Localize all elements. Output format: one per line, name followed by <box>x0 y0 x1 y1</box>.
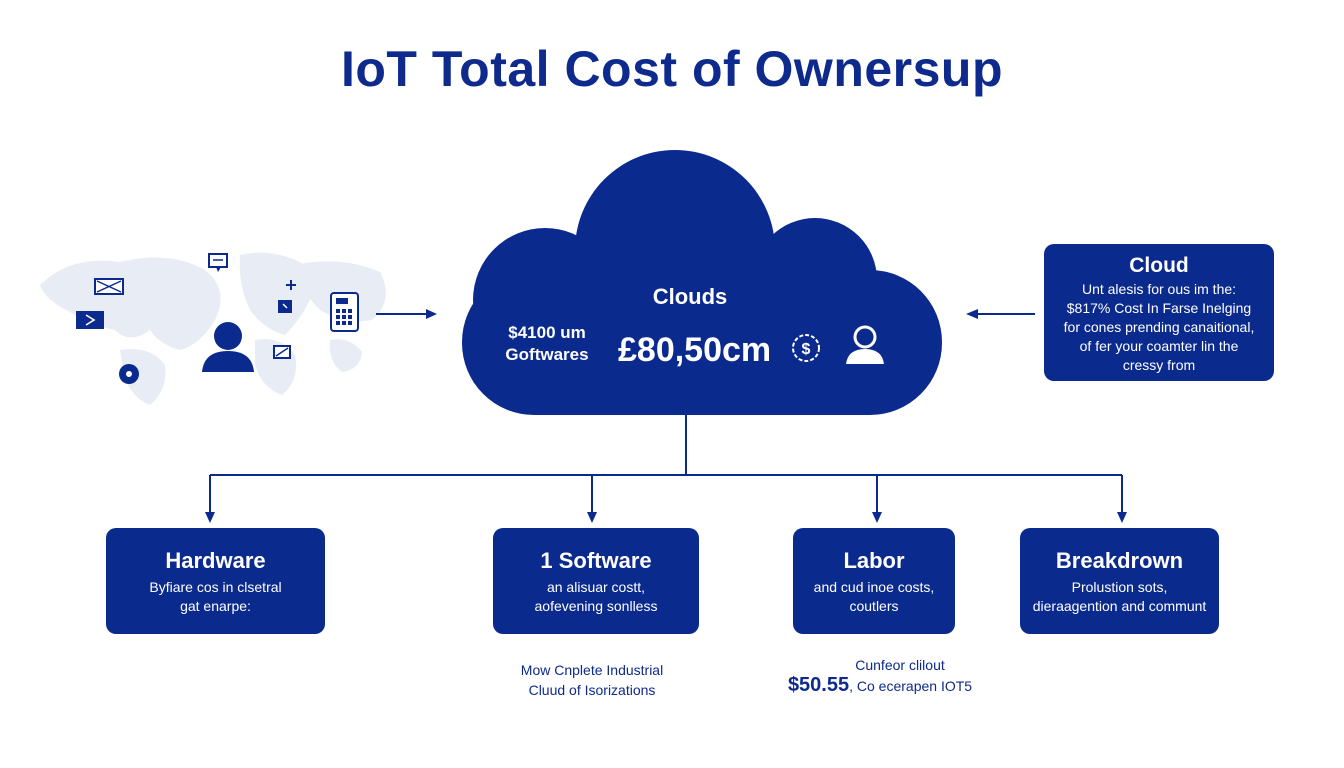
cloud-info-line: Unt alesis for ous im the: <box>1081 281 1237 297</box>
cloud-info-text: Unt alesis for ous im the: $817% Cost In… <box>1044 280 1274 375</box>
location-icon <box>119 364 139 384</box>
cloud-shape <box>462 150 942 415</box>
breakdown-box: Breakdrown Prolustion sots, dieraagentio… <box>1020 528 1219 634</box>
bottom-note-right-rest: , Co ecerapen IOT5 <box>849 678 973 694</box>
breakdown-title: Breakdrown <box>1055 548 1184 573</box>
labor-text: and cud inoe costs, coutlers <box>793 578 955 616</box>
breakdown-line: dieraagention and communt <box>1032 598 1207 614</box>
cloud-heading: Clouds <box>652 284 728 309</box>
play-icon <box>76 311 104 329</box>
bottom-note-left-line: Mow Cnplete Industrial <box>520 662 664 678</box>
cloud-info-line: cressy from <box>1122 357 1196 373</box>
connector-tree <box>209 415 1123 515</box>
bottom-note-left-line: Cluud of Isorizations <box>528 682 656 698</box>
cloud-price-line1: $4100 um <box>508 323 586 342</box>
cloud-price: $4100 um Goftwares <box>492 322 602 366</box>
software-title: 1 Software <box>540 548 652 573</box>
cloud-info-box: Cloud Unt alesis for ous im the: $817% C… <box>1044 244 1274 381</box>
cloud-person-icon <box>846 325 884 364</box>
calculator-icon <box>330 292 359 332</box>
bottom-note-right: Cunfeor clilout $50.55, Co ecerapen IOT5 <box>770 655 990 696</box>
hardware-title: Hardware <box>165 548 266 573</box>
plus-icon <box>286 280 296 290</box>
cloud-price-line2: Goftwares <box>505 345 589 364</box>
tv-icon <box>94 278 124 295</box>
arrow-right-to-cloud <box>966 309 1035 319</box>
cloud-info-line: of fer your coamter lin the <box>1079 338 1239 354</box>
arrow-left-to-cloud <box>376 309 437 319</box>
bottom-note-right-top: Cunfeor clilout <box>855 657 945 673</box>
labor-box: Labor and cud inoe costs, coutlers <box>793 528 955 634</box>
labor-line: and cud inoe costs, <box>813 579 935 595</box>
labor-line: coutlers <box>849 598 899 614</box>
hardware-line: Byfiare cos in clsetral <box>149 579 282 595</box>
hardware-box: Hardware Byfiare cos in clsetral gat ena… <box>106 528 325 634</box>
chat-icon <box>208 253 228 272</box>
labor-title: Labor <box>843 548 905 573</box>
person-icon <box>202 322 254 372</box>
hardware-line: gat enarpe: <box>180 598 251 614</box>
bottom-note-price: $50.55 <box>787 674 850 696</box>
cloud-info-line: for cones prending canaitional, <box>1063 319 1255 335</box>
software-line: aofevening sonlless <box>534 598 658 614</box>
breakdown-text: Prolustion sots, dieraagention and commu… <box>1020 578 1219 616</box>
bottom-note-right-bottom: $50.55, Co ecerapen IOT5 <box>770 675 990 696</box>
hardware-text: Byfiare cos in clsetral gat enarpe: <box>106 578 325 616</box>
mail-icon <box>273 345 291 359</box>
cloud-info-line: $817% Cost In Farse Inelging <box>1066 300 1252 316</box>
breakdown-line: Prolustion sots, <box>1071 579 1168 595</box>
cloud-info-title: Cloud <box>1129 254 1189 277</box>
cloud-amount: £80,50cm <box>618 331 772 369</box>
bottom-note-left: Mow Cnplete Industrial Cluud of Isorizat… <box>492 660 692 700</box>
software-box: 1 Software an alisuar costt, aofevening … <box>493 528 699 634</box>
world-map <box>40 252 386 405</box>
software-line: an alisuar costt, <box>546 579 646 595</box>
connector-arrowheads <box>205 512 1127 523</box>
dollar-gear-icon: $ <box>792 334 820 362</box>
svg-text:$: $ <box>802 341 811 358</box>
page-title: IoT Total Cost of Ownersup <box>340 41 1004 97</box>
software-text: an alisuar costt, aofevening sonlless <box>493 578 699 616</box>
document-icon <box>278 300 292 313</box>
